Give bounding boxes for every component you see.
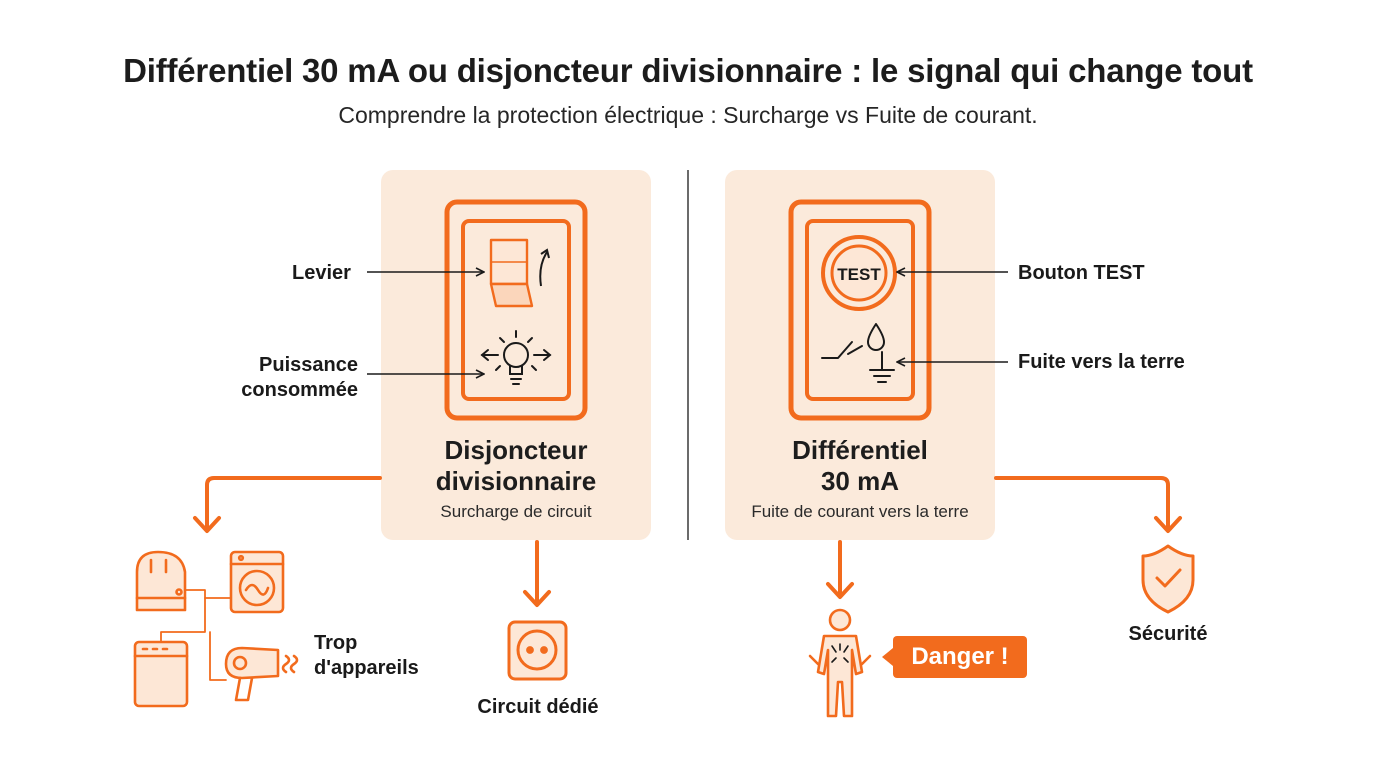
overload-label-line1: Trop [314, 632, 358, 654]
power-label-line2: consommée [241, 379, 358, 401]
dedicated-flow-arrowhead [523, 590, 551, 607]
right-card [725, 170, 995, 540]
danger-badge-pointer [882, 648, 893, 666]
test-button-label: Bouton TEST [1018, 262, 1145, 284]
person-shock-icon [808, 608, 872, 718]
lever-switch-icon [489, 238, 534, 308]
power-label: Puissance consommée [200, 353, 358, 403]
left-card-subtitle: Surcharge de circuit [440, 502, 592, 521]
danger-flow-arrowhead [826, 582, 854, 599]
overload-label: Trop d'appareils [314, 631, 419, 681]
earth-leak-label: Fuite vers la terre [1018, 351, 1185, 373]
shield-check-icon [1141, 544, 1195, 614]
overload-flow-arrow [205, 476, 382, 530]
right-card-subtitle: Fuite de courant vers la terre [751, 502, 969, 521]
right-card-title-line2: 30 mA [820, 466, 900, 496]
light-bulb-icon [480, 330, 552, 385]
lever-label: Levier [292, 262, 351, 284]
right-card-title-line1: Différentiel [792, 435, 928, 465]
power-outlet-icon [507, 620, 568, 681]
left-card [381, 170, 651, 540]
power-label-line1: Puissance [259, 354, 358, 376]
dishwasher-icon [133, 640, 189, 708]
earth-leak-icon [821, 323, 895, 383]
toaster-icon [135, 550, 187, 612]
left-card-title-line1: Disjoncteur [444, 435, 588, 465]
rcd-device [788, 199, 932, 421]
left-card-title: Disjoncteur divisionnaire [381, 435, 651, 497]
dedicated-circuit-label: Circuit dédié [477, 696, 599, 718]
danger-badge: Danger ! [893, 636, 1027, 678]
test-button-text: TEST [837, 265, 881, 284]
hair-dryer-icon [224, 646, 299, 702]
page-title: Différentiel 30 mA ou disjoncteur divisi… [123, 52, 1253, 89]
page-subtitle: Comprendre la protection électrique : Su… [338, 102, 1038, 128]
appliance-wires [160, 589, 232, 681]
test-button-icon: TEST [821, 235, 897, 311]
left-card-title-line2: divisionnaire [435, 466, 597, 496]
washing-machine-icon [229, 550, 285, 614]
safety-flow-arrowhead [1154, 516, 1182, 533]
safety-flow-arrow [994, 476, 1170, 530]
lever-up-arrow-icon [539, 248, 550, 287]
overload-label-line2: d'appareils [314, 657, 419, 679]
overload-flow-arrowhead [193, 516, 221, 533]
breaker-device [444, 199, 588, 421]
safety-label: Sécurité [1128, 623, 1208, 645]
right-card-title: Différentiel 30 mA [725, 435, 995, 497]
